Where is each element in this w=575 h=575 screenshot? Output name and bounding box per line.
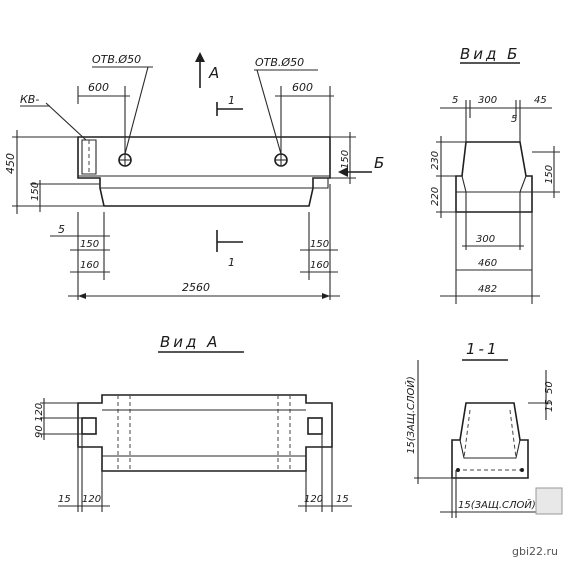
- dim-600-left: 600: [88, 81, 109, 94]
- watermark-text: gbi22.ru: [512, 545, 558, 558]
- watermark: gbi22.ru: [512, 487, 563, 558]
- leader-kv: [45, 102, 87, 141]
- dim-2560-arrow-left: [78, 293, 86, 299]
- label-section-top: 1: [228, 94, 235, 107]
- label-arrow-a: А: [208, 64, 222, 82]
- view-a-pad-right: [307, 417, 323, 435]
- view-b-dim-460: 460: [478, 258, 497, 269]
- view-a-dim-120-right: 120: [304, 494, 323, 505]
- view-b-dim-5-left: 5: [452, 95, 458, 106]
- leader-hole-left: [124, 66, 149, 155]
- view-b-arrow-head: [338, 167, 348, 177]
- label-hole-right: ОТВ.Ø50: [255, 56, 304, 69]
- section-bar-2: [520, 468, 524, 472]
- dim-5-left: 5: [58, 223, 65, 236]
- section-dim-15: 15: [544, 399, 555, 412]
- side-elevation: ОТВ.Ø50 ОТВ.Ø50 КВ- А 1 1 Б 600 600: [4, 52, 387, 300]
- section-outline: [451, 402, 529, 479]
- section-rebar-left: [463, 409, 471, 459]
- dim-600-right: 600: [292, 81, 313, 94]
- watermark-logo-icon: [535, 487, 563, 515]
- dim-450: 450: [4, 153, 17, 174]
- dim-150-right: 150: [340, 150, 351, 169]
- section-bar-1: [456, 468, 460, 472]
- view-b-outline: [455, 141, 533, 213]
- view-b-inner-line: [461, 175, 527, 193]
- view-a-dim-15-left: 15: [58, 494, 71, 505]
- section-title: 1-1: [466, 340, 500, 358]
- view-a-pad-left: [81, 417, 97, 435]
- view-a-dim-90: 90: [34, 425, 45, 438]
- dim-160-bottom-right: 160: [310, 260, 329, 271]
- view-b-dim-45: 45: [534, 95, 547, 106]
- view-b-dim-300-top: 300: [478, 95, 497, 106]
- view-b: Вид Б 5 300 45 5 220 230 150 300: [430, 45, 560, 304]
- beam-outline: [77, 136, 331, 207]
- view-b-title: Вид Б: [460, 45, 520, 63]
- dim-2560-arrow-right: [322, 293, 330, 299]
- section-layer-left: 15(ЗАЩ.СЛОЙ): [404, 376, 417, 454]
- view-a-outline: [77, 394, 333, 472]
- section-rebar-right: [509, 409, 517, 459]
- dim-150-bottom-left: 150: [80, 239, 99, 250]
- view-a-arrow-head: [195, 52, 205, 62]
- view-a-dim-120: 120: [34, 403, 45, 422]
- view-b-dim-230: 230: [430, 151, 441, 170]
- view-b-dim-5-right: 5: [511, 114, 517, 125]
- view-a-dim-120-left: 120: [82, 494, 101, 505]
- label-arrow-b: Б: [374, 154, 387, 172]
- label-hole-left: ОТВ.Ø50: [92, 53, 141, 66]
- end-step-right: [313, 177, 329, 189]
- section-dim-50: 50: [544, 381, 555, 394]
- end-plate-left: [81, 139, 97, 175]
- section-inner-line: [459, 439, 521, 459]
- dim-160-bottom-left: 160: [80, 260, 99, 271]
- view-a: Вид А 90 120 15 120 120 15: [34, 333, 352, 512]
- label-section-bottom: 1: [228, 256, 235, 269]
- dim-150-bottom-right: 150: [310, 239, 329, 250]
- view-b-dim-150: 150: [544, 165, 555, 184]
- section-1-1: 1-1 15(ЗАЩ.СЛОЙ) 50 15 15(ЗАЩ.СЛОЙ): [404, 340, 555, 518]
- view-a-dim-15-right: 15: [336, 494, 349, 505]
- view-b-dim-220: 220: [430, 187, 441, 206]
- leader-hole-right: [256, 69, 282, 155]
- view-a-title: Вид А: [160, 333, 220, 351]
- label-kv: КВ-: [20, 93, 39, 106]
- dim-2560: 2560: [182, 281, 210, 294]
- view-b-dim-300-bottom: 300: [476, 234, 495, 245]
- section-layer-bottom: 15(ЗАЩ.СЛОЙ): [458, 498, 536, 511]
- view-b-dim-482: 482: [478, 284, 497, 295]
- dim-150-left: 150: [30, 182, 41, 201]
